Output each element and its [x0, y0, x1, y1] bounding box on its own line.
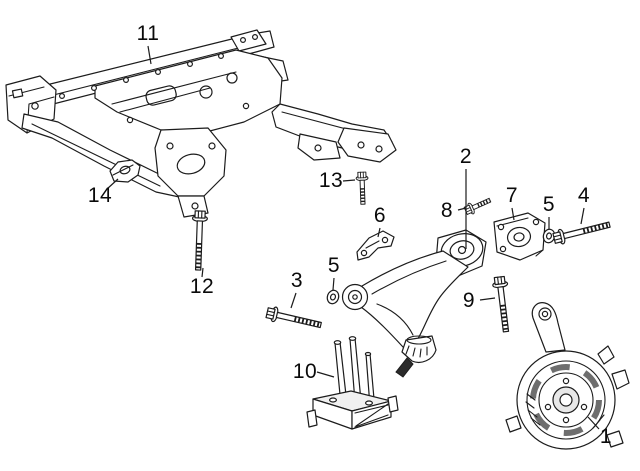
- leader-line-6-6: [377, 227, 381, 238]
- engine-mount-bracket: [306, 336, 399, 430]
- leader-line-14-14: [106, 178, 119, 190]
- mount-bolt: [463, 197, 492, 215]
- leader-line-7-7: [511, 207, 515, 221]
- knuckle-bolt: [492, 275, 510, 333]
- leader-line-4-3: [580, 207, 585, 225]
- leader-line-11-11: [147, 45, 152, 65]
- leader-line-12-12: [201, 267, 204, 278]
- leader-line-3-2: [290, 292, 297, 309]
- leader-line-10-10: [316, 371, 335, 378]
- leader-line-1-0: [587, 416, 600, 430]
- leader-line-13-13: [342, 179, 356, 182]
- leader-line-5-5: [332, 277, 335, 291]
- leader-line-8-8: [457, 207, 467, 211]
- rear-mount-bolt: [552, 221, 611, 245]
- leader-line-9-9: [479, 297, 496, 301]
- subframe-crossmember: [5, 29, 397, 218]
- front-pivot-bolt: [265, 306, 322, 329]
- leader-lines: [106, 45, 600, 430]
- bracket-bolt: [355, 171, 369, 205]
- subframe-bolt: [191, 210, 208, 271]
- washer-front: [326, 289, 340, 305]
- steering-knuckle: [505, 302, 630, 450]
- lower-control-arm: [341, 229, 487, 378]
- arm-rear-mount: [493, 212, 546, 261]
- stay-bracket: [356, 230, 395, 261]
